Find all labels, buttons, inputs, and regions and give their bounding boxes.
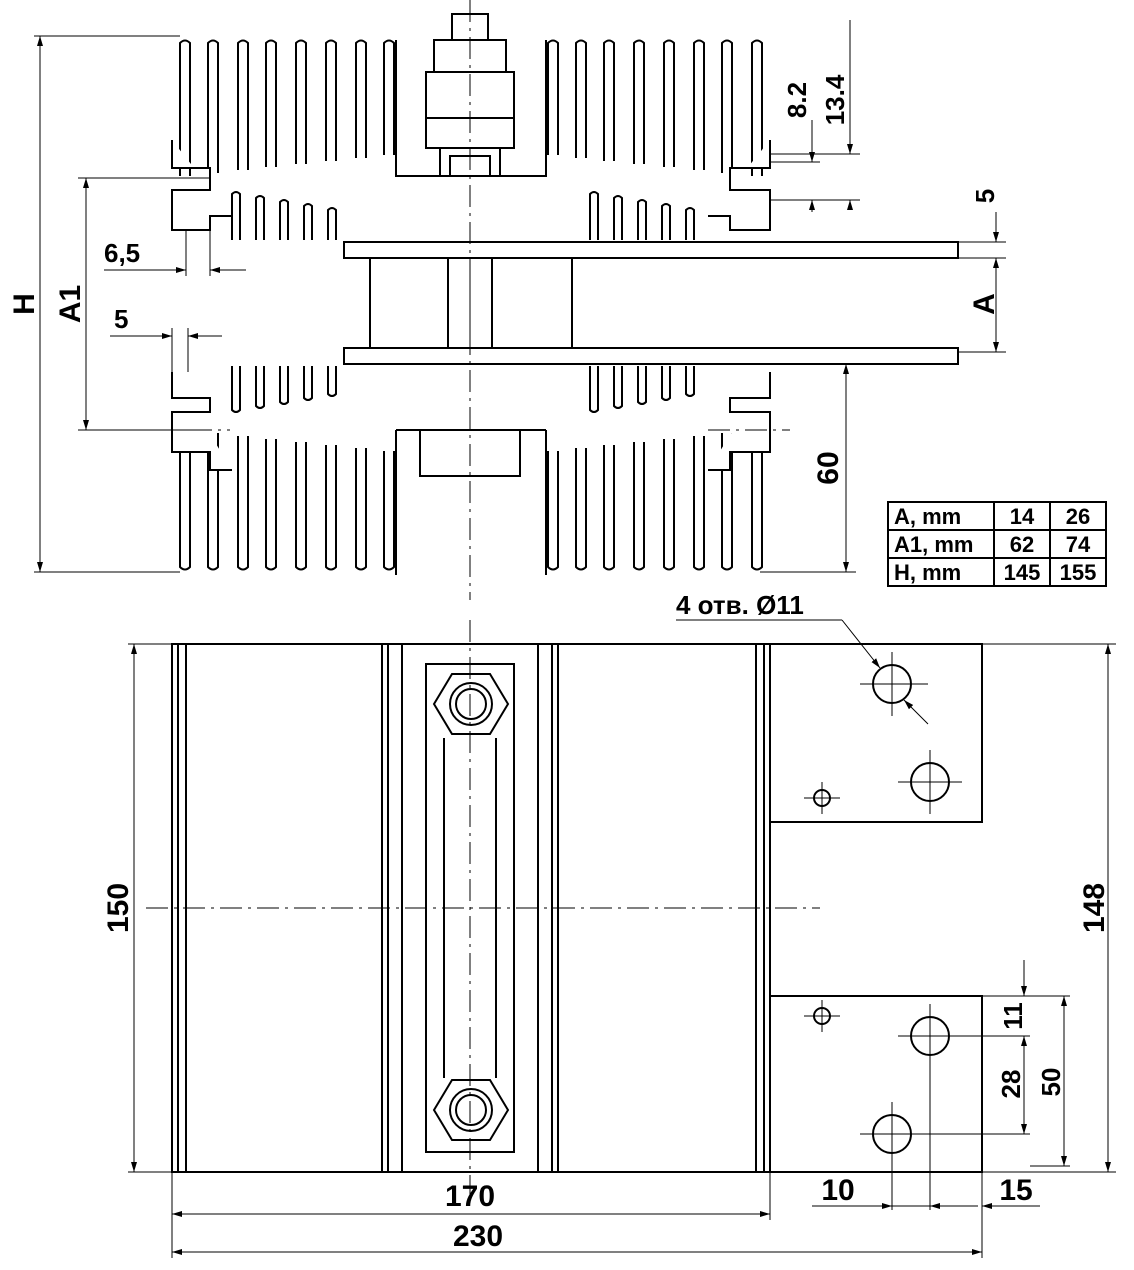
mounting-hole-3	[898, 1004, 1030, 1210]
dim-148: 148	[1078, 883, 1111, 933]
table-row-a1-v1: 62	[1010, 532, 1034, 557]
lower-fin	[383, 451, 395, 571]
inner-fin	[637, 199, 647, 240]
lower-fin	[721, 433, 733, 571]
upper-fin	[383, 39, 395, 155]
table-row-a-v2: 26	[1066, 504, 1090, 529]
table-row-h-v2: 155	[1060, 560, 1097, 585]
dim-8-2: 8.2	[782, 82, 812, 118]
upper-fin	[693, 39, 705, 170]
dim-6-5: 6,5	[104, 238, 140, 268]
inner-fin	[279, 199, 289, 240]
hex-nut-bottom	[432, 1079, 510, 1141]
inner-fin	[589, 366, 599, 413]
inner-fin	[231, 366, 241, 413]
lower-fin	[265, 439, 277, 571]
lower-fin	[179, 430, 191, 571]
heatsink-front-view: H A1 6,5 5 8.2 13.4 5 A	[8, 0, 1006, 600]
upper-fin	[207, 39, 219, 173]
lower-fin	[355, 448, 367, 571]
clamp-plates	[343, 241, 959, 365]
dim-a: A	[968, 293, 1001, 315]
dim-50: 50	[1036, 1068, 1066, 1097]
holes-label: 4 отв. Ø11	[676, 590, 804, 620]
inner-fin	[255, 195, 265, 240]
dim-a1: A1	[54, 285, 87, 323]
upper-fin	[237, 39, 249, 170]
upper-fin	[265, 39, 277, 167]
dim-230: 230	[453, 1220, 503, 1253]
table-row-a1-v2: 74	[1066, 532, 1091, 557]
upper-fin	[663, 39, 675, 167]
inner-fin	[613, 195, 623, 240]
lower-fin	[295, 442, 307, 571]
inner-fin	[613, 366, 623, 409]
lower-fin	[751, 430, 763, 571]
lower-fin	[325, 445, 337, 571]
left-connector	[171, 140, 232, 471]
dim-h: H	[8, 293, 41, 315]
dim-60: 60	[812, 451, 845, 484]
lower-fin	[575, 448, 587, 571]
hex-nut-top	[432, 673, 510, 735]
inner-fin	[231, 191, 241, 240]
lower-fin	[207, 433, 219, 571]
dim-5-left: 5	[114, 304, 128, 334]
right-connector	[708, 140, 771, 471]
table-row-h-label: H, mm	[894, 560, 961, 585]
parameter-table: A, mm 14 26 A1, mm 62 74 H, mm 145 155	[887, 501, 1107, 587]
upper-fin	[575, 39, 587, 158]
dim-13-4: 13.4	[820, 74, 850, 125]
upper-fin	[603, 39, 615, 161]
upper-fin	[325, 39, 337, 161]
table-row-h-v1: 145	[1004, 560, 1041, 585]
inner-fin	[661, 203, 671, 240]
dim-28: 28	[996, 1070, 1026, 1099]
inner-fins	[231, 191, 695, 413]
upper-fin	[721, 39, 733, 173]
inner-fin	[303, 203, 313, 240]
upper-fin	[547, 39, 559, 155]
upper-fins	[179, 39, 763, 176]
dim-10: 10	[821, 1174, 854, 1207]
inner-fin	[303, 366, 313, 401]
upper-fin	[355, 39, 367, 158]
dim-15: 15	[999, 1174, 1032, 1207]
small-hole-1	[804, 782, 840, 814]
inner-fin	[685, 366, 695, 397]
dim-5-right: 5	[970, 189, 1000, 203]
lower-fin	[547, 451, 559, 571]
inner-fin	[685, 207, 695, 240]
table-row-a-label: A, mm	[894, 504, 961, 529]
lower-fin	[663, 439, 675, 571]
table-row-a-v1: 14	[1010, 504, 1035, 529]
dim-170: 170	[445, 1180, 495, 1213]
table-row-a1-label: A1, mm	[894, 532, 973, 557]
lower-fin	[693, 436, 705, 571]
mounting-hole-1	[860, 652, 928, 716]
inner-fin	[279, 366, 289, 405]
lower-fin	[237, 436, 249, 571]
inner-fin	[327, 366, 337, 397]
lower-fins	[179, 430, 763, 571]
upper-fin	[751, 39, 763, 176]
inner-fin	[661, 366, 671, 401]
dim-11: 11	[998, 1002, 1028, 1030]
heatsink-plan-view: 4 отв. Ø11 150 148 11 28 50 170 230 10	[102, 590, 1116, 1258]
mounting-hole-4	[860, 1102, 1030, 1210]
inner-fin	[637, 366, 647, 405]
inner-fin	[589, 191, 599, 240]
inner-fin	[327, 207, 337, 240]
dim-150: 150	[102, 883, 135, 933]
lower-fin	[603, 445, 615, 571]
mounting-hole-2	[898, 750, 962, 814]
inner-fin	[255, 366, 265, 409]
small-hole-2	[804, 1000, 840, 1032]
upper-fin	[179, 39, 191, 176]
upper-fin	[295, 39, 307, 164]
lower-fin	[633, 442, 645, 571]
upper-fin	[633, 39, 645, 164]
